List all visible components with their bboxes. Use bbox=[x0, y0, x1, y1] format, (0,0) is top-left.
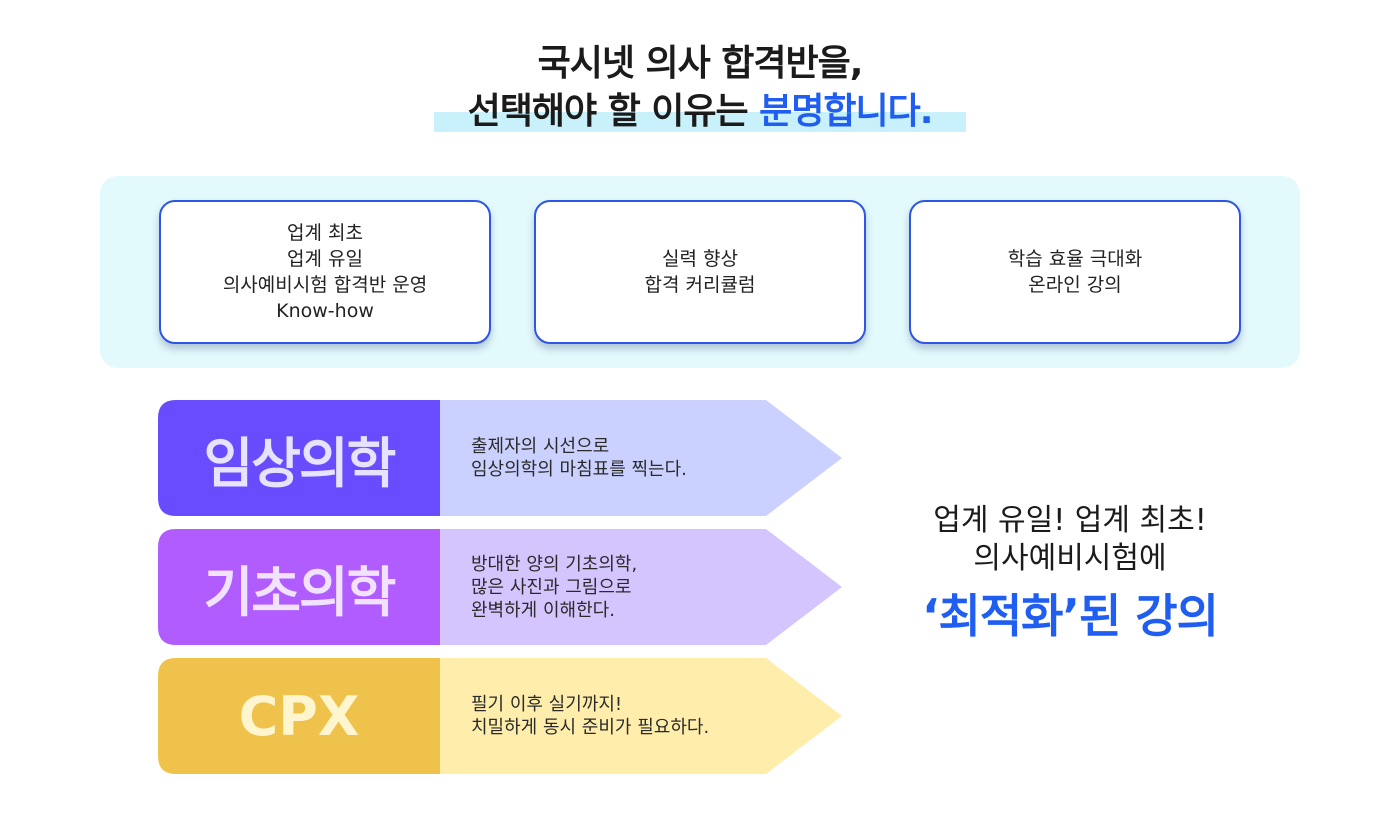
headline-highlight-bar bbox=[433, 112, 967, 132]
side-tagline: 업계 유일! 업계 최초! 의사예비시험에 ‘최적화’된 강의 bbox=[880, 502, 1260, 648]
side-tagline-rest: 된 강의 bbox=[1078, 589, 1219, 643]
subject-description: 필기 이후 실기까지! 치밀하게 동시 준비가 필요하다. bbox=[471, 658, 709, 774]
subject-description-line: 필기 이후 실기까지! bbox=[471, 694, 623, 715]
subject-arrow-shape bbox=[158, 400, 842, 516]
features-panel: 업계 최초 업계 유일 의사예비시험 합격반 운영 Know-how 실력 향상… bbox=[100, 176, 1300, 368]
feature-card-line: 온라인 강의 bbox=[1028, 274, 1122, 296]
subject-description-line: 출제자의 시선으로 bbox=[471, 436, 610, 457]
subject-row-cpx: CPX 필기 이후 실기까지! 치밀하게 동시 준비가 필요하다. bbox=[158, 658, 848, 774]
feature-card-line: 실력 향상 bbox=[662, 248, 738, 270]
subject-label: 임상의학 bbox=[203, 431, 397, 495]
headline-line-1: 국시넷 의사 합격반을, bbox=[537, 43, 864, 84]
feature-card-line: 의사예비시험 합격반 운영 bbox=[222, 274, 428, 296]
subject-row-basic: 기초의학 방대한 양의 기초의학, 많은 사진과 그림으로 완벽하게 이해한다. bbox=[158, 529, 848, 645]
subject-description-line: 완벽하게 이해한다. bbox=[471, 599, 615, 621]
subject-description-line: 치밀하게 동시 준비가 필요하다. bbox=[471, 717, 710, 738]
subject-description: 출제자의 시선으로 임상의학의 마침표를 찍는다. bbox=[471, 400, 687, 516]
feature-card-know-how: 업계 최초 업계 유일 의사예비시험 합격반 운영 Know-how bbox=[159, 200, 491, 344]
headline-line-2: 선택해야 할 이유는 분명합니다. bbox=[433, 88, 967, 136]
subject-row-clinical: 임상의학 출제자의 시선으로 임상의학의 마침표를 찍는다. bbox=[158, 400, 848, 516]
headline: 국시넷 의사 합격반을, 선택해야 할 이유는 분명합니다. bbox=[0, 40, 1400, 136]
subject-description-line: 많은 사진과 그림으로 bbox=[471, 576, 632, 598]
side-tagline-line-2: 의사예비시험에 bbox=[973, 541, 1167, 576]
headline-accent-text: 분명합니다. bbox=[759, 91, 933, 132]
subject-arrow-shape bbox=[158, 658, 842, 774]
feature-card-line: 학습 효율 극대화 bbox=[1007, 248, 1143, 270]
feature-card-line: 합격 커리큘럼 bbox=[644, 274, 756, 296]
subject-description-line: 방대한 양의 기초의학, bbox=[471, 553, 638, 575]
side-tagline-line-3: ‘최적화’된 강의 bbox=[880, 584, 1260, 648]
side-tagline-line-1: 업계 유일! 업계 최초! bbox=[933, 503, 1207, 538]
feature-card-line: 업계 최초 bbox=[287, 222, 363, 244]
feature-card-line: Know-how bbox=[276, 300, 374, 322]
subject-label: 기초의학 bbox=[203, 560, 397, 624]
feature-card-online-lecture: 학습 효율 극대화 온라인 강의 bbox=[909, 200, 1241, 344]
subject-label: CPX bbox=[238, 684, 360, 748]
subject-description: 방대한 양의 기초의학, 많은 사진과 그림으로 완벽하게 이해한다. bbox=[471, 529, 637, 645]
headline-line-2-text: 선택해야 할 이유는 bbox=[467, 91, 760, 132]
feature-card-curriculum: 실력 향상 합격 커리큘럼 bbox=[534, 200, 866, 344]
side-tagline-accent: ‘최적화’ bbox=[922, 589, 1080, 643]
feature-card-line: 업계 유일 bbox=[287, 248, 363, 270]
subject-arrow-shape bbox=[158, 529, 842, 645]
subject-description-line: 임상의학의 마침표를 찍는다. bbox=[471, 459, 687, 480]
